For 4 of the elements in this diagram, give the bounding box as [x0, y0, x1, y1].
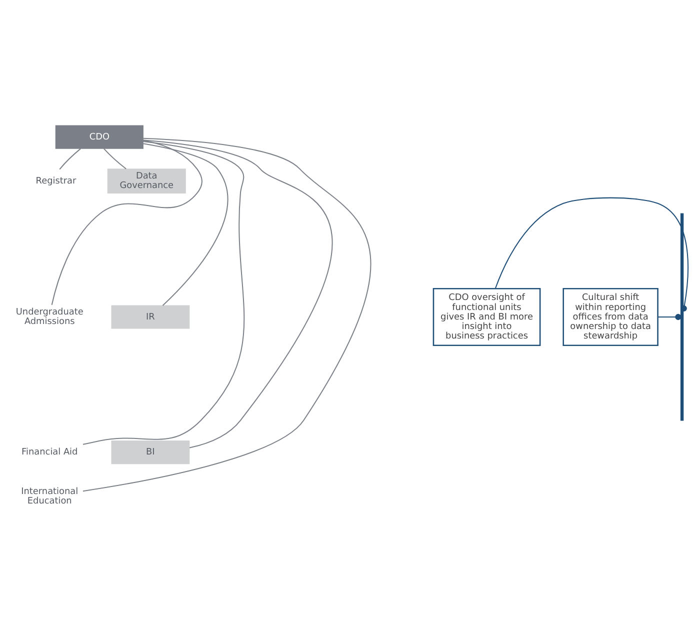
node-text: Financial Aid: [22, 447, 78, 458]
node-text: Undergraduate Admissions: [16, 307, 84, 327]
node-text: Registrar: [36, 176, 76, 186]
node-text: International Education: [21, 486, 78, 506]
